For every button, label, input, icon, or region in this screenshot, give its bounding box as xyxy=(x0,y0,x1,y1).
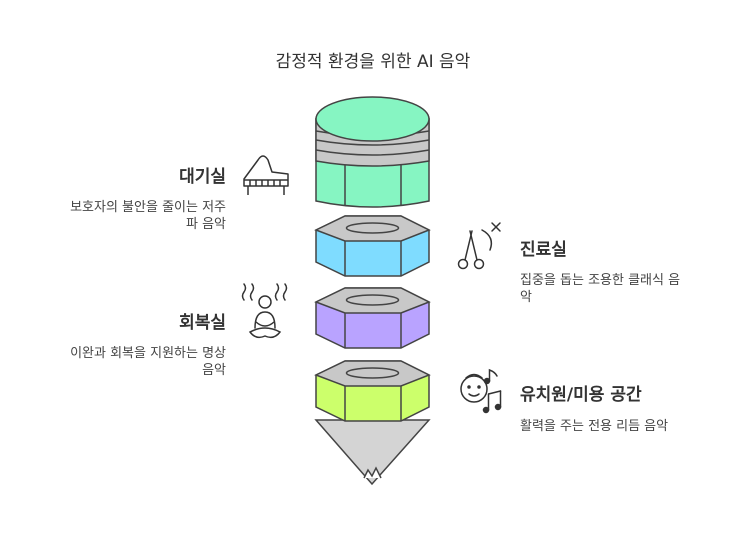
waiting-room-cylinder xyxy=(315,96,430,208)
recovery-room-label: 회복실 xyxy=(179,313,226,333)
treatment-room-desc-line1: 집중을 돕는 조용한 클래식 음 xyxy=(520,273,681,288)
piano-icon xyxy=(243,155,289,195)
treatment-room-nut xyxy=(314,215,431,277)
waiting-room-desc-line2: 파 음악 xyxy=(185,217,226,232)
kindergarten-desc-line1: 활력을 주는 전용 리듬 음악 xyxy=(520,419,669,434)
recovery-room-desc-line1: 이완과 회복을 지원하는 명상 xyxy=(70,346,226,361)
diagram-title: 감정적 환경을 위한 AI 음악 xyxy=(275,52,471,72)
treatment-room-label: 진료실 xyxy=(520,240,567,260)
kindergarten-label: 유치원/미용 공간 xyxy=(520,385,642,405)
scissors-icon xyxy=(457,222,501,270)
kindergarten-desc: 활력을 주는 전용 리듬 음악 xyxy=(520,418,730,435)
waiting-room-label: 대기실 xyxy=(179,167,226,187)
child-music-icon xyxy=(460,368,502,414)
meditation-icon xyxy=(241,283,288,339)
treatment-room-desc: 집중을 돕는 조용한 클래식 음 악 xyxy=(520,272,730,306)
treatment-room-desc-line2: 악 xyxy=(520,290,532,305)
waiting-room-desc: 보호자의 불안을 줄이는 저주 파 음악 xyxy=(20,199,226,233)
recovery-room-desc-line2: 음악 xyxy=(202,363,226,378)
recovery-room-nut xyxy=(314,287,431,349)
recovery-room-desc: 이완과 회복을 지원하는 명상 음악 xyxy=(20,345,226,379)
waiting-room-desc-line1: 보호자의 불안을 줄이는 저주 xyxy=(70,200,226,215)
kindergarten-nut xyxy=(314,360,431,486)
